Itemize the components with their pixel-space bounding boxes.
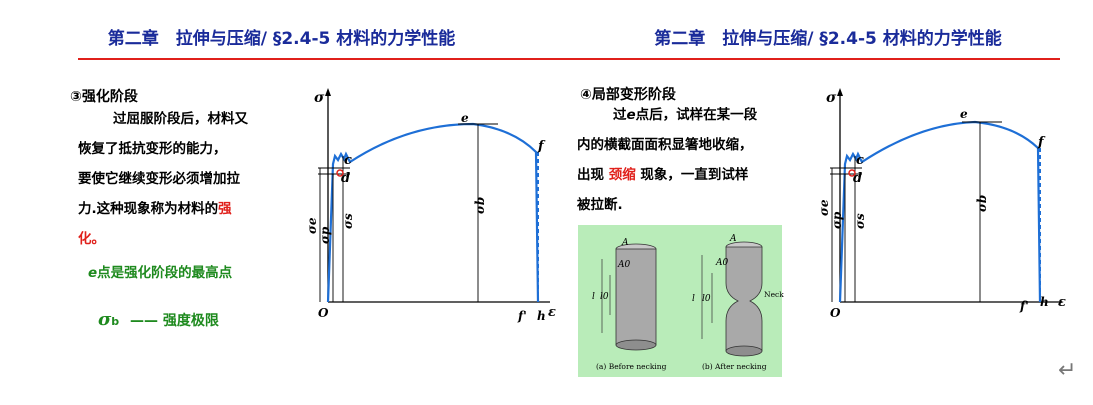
stress-strain-diagram-left: σ O ε c d e f f' h σb σs σe σp bbox=[305, 88, 556, 323]
axis-y-label-right: σ bbox=[826, 90, 837, 106]
point-d-label-right: d bbox=[853, 171, 862, 186]
sigma-s-label-right: σs bbox=[853, 213, 867, 229]
y-axis-arrow-icon bbox=[325, 88, 331, 96]
point-h-label-right: h bbox=[1040, 295, 1049, 309]
stress-strain-diagram-right: σ O ε c d e f f' h σb σs σe σp bbox=[817, 88, 1066, 320]
label-A0-a: A0 bbox=[617, 260, 630, 270]
heading-hardening: ③强化阶段 bbox=[70, 89, 138, 105]
point-f-label: f bbox=[537, 139, 546, 154]
specimen-a-bottom bbox=[615, 339, 657, 351]
title-rule-left bbox=[78, 58, 563, 60]
origin-label-right: O bbox=[830, 306, 841, 320]
strength-limit: σb —— 强度极限 bbox=[98, 309, 219, 330]
return-arrow-icon: ↵ bbox=[1058, 358, 1077, 383]
necking-line-1e: e bbox=[626, 107, 636, 123]
para-line-4: 力.这种现象称为材料的强 bbox=[78, 194, 308, 224]
label-neck: Neck bbox=[764, 290, 784, 299]
point-f-label-right: f bbox=[1037, 135, 1046, 150]
sigma-b-label-right: σb bbox=[975, 195, 989, 212]
point-d-marker-right bbox=[848, 169, 856, 177]
necking-highlight: 颈缩 bbox=[608, 167, 636, 183]
axis-x-label: ε bbox=[548, 305, 556, 320]
para-line-4-text: 力.这种现象称为材料的 bbox=[78, 201, 219, 217]
heading-necking: ④局部变形阶段 bbox=[580, 87, 676, 103]
label-l-b: l bbox=[692, 294, 695, 304]
para-line-2: 恢复了抵抗变形的能力， bbox=[78, 141, 227, 157]
point-e-label: e bbox=[461, 111, 469, 125]
sigma-p-label-right: σp bbox=[830, 211, 844, 229]
label-l0-a: l0 bbox=[600, 292, 609, 302]
sigma-symbol: σ bbox=[98, 309, 112, 330]
necking-line-1a: 过 bbox=[613, 107, 627, 123]
specimen-b-bottom bbox=[725, 345, 763, 357]
label-l0-b: l0 bbox=[702, 294, 711, 304]
para-line-1: 过屈服阶段后，材料又 bbox=[113, 111, 248, 127]
label-A-a: A bbox=[621, 238, 629, 248]
point-f-prime-label-right: f' bbox=[1019, 299, 1029, 313]
point-f-prime-label: f' bbox=[517, 309, 527, 323]
label-A0-b: A0 bbox=[715, 258, 728, 268]
point-c-label: c bbox=[344, 153, 352, 168]
axis-x-label-right: ε bbox=[1058, 295, 1066, 310]
slide-title-left: 第二章 拉伸与压缩/ §2.4-5 材料的力学性能 bbox=[107, 29, 456, 49]
necking-line-3a: 出现 bbox=[577, 167, 609, 183]
necking-line-1: 过e点后，试样在某一段 bbox=[577, 100, 807, 130]
necking-line-2: 内的横截面面积显箸地收缩， bbox=[577, 137, 753, 153]
e-point-note: e点是强化阶段的最高点 bbox=[88, 258, 232, 288]
label-l-a: l bbox=[592, 292, 595, 302]
highlight-strong: 强 bbox=[218, 201, 232, 217]
slide-right: 第二章 拉伸与压缩/ §2.4-5 材料的力学性能 bbox=[563, 0, 1093, 405]
necking-line-4: 被拉断. bbox=[577, 197, 623, 213]
sigma-b-label: σb bbox=[473, 197, 487, 214]
axis-y-label: σ bbox=[314, 90, 325, 106]
e-point-text: 点是强化阶段的最高点 bbox=[97, 265, 233, 281]
sigma-e-label: σe bbox=[305, 217, 319, 234]
slide-left: 第二章 拉伸与压缩/ §2.4-5 材料的力学性能 ③强化阶段 过屈服阶段后，材… bbox=[70, 29, 563, 330]
caption-before: (a) Before necking bbox=[596, 362, 667, 371]
sigma-sub: b bbox=[111, 315, 120, 328]
e-point-symbol: e bbox=[88, 265, 98, 281]
y-axis-arrow-icon-right bbox=[837, 88, 843, 96]
necking-illustration: l l0 A A0 (a) Before necking l l0 A A0 N… bbox=[578, 225, 784, 377]
necking-line-1b: 点后，试样在某一段 bbox=[635, 107, 758, 123]
limit-text: —— 强度极限 bbox=[130, 313, 219, 329]
stress-strain-curve bbox=[326, 122, 540, 303]
point-h-label: h bbox=[537, 309, 546, 323]
sigma-p-label: σp bbox=[318, 226, 332, 244]
necking-line-3b: 现象，一直到试样 bbox=[635, 167, 749, 183]
specimen-b-body bbox=[725, 246, 763, 352]
point-d-label: d bbox=[341, 171, 350, 186]
hardening-paragraph: 过屈服阶段后，材料又 恢复了抵抗变形的能力， 要使它继续变形必须增加拉 力.这种… bbox=[78, 104, 308, 254]
caption-after: (b) After necking bbox=[702, 362, 767, 371]
para-line-5: 化。 bbox=[78, 231, 105, 247]
point-c-label-right: c bbox=[856, 153, 864, 168]
para-line-3: 要使它继续变形必须增加拉 bbox=[78, 171, 240, 187]
stress-strain-curve-right bbox=[838, 120, 1042, 303]
necking-figure: l l0 A A0 (a) Before necking l l0 A A0 N… bbox=[592, 234, 784, 371]
point-d-marker bbox=[336, 169, 344, 177]
sigma-s-label: σs bbox=[341, 213, 355, 229]
origin-label: O bbox=[318, 306, 329, 320]
title-rule-right bbox=[563, 58, 1060, 60]
necking-line-3: 出现 颈缩 现象，一直到试样 bbox=[577, 160, 807, 190]
point-e-label-right: e bbox=[960, 107, 968, 121]
slide-title-right: 第二章 拉伸与压缩/ §2.4-5 材料的力学性能 bbox=[654, 29, 1002, 49]
sigma-e-label-right: σe bbox=[817, 199, 831, 216]
label-A-b: A bbox=[729, 234, 737, 244]
necking-paragraph: 过e点后，试样在某一段 内的横截面面积显箸地收缩， 出现 颈缩 现象，一直到试样… bbox=[577, 100, 807, 220]
